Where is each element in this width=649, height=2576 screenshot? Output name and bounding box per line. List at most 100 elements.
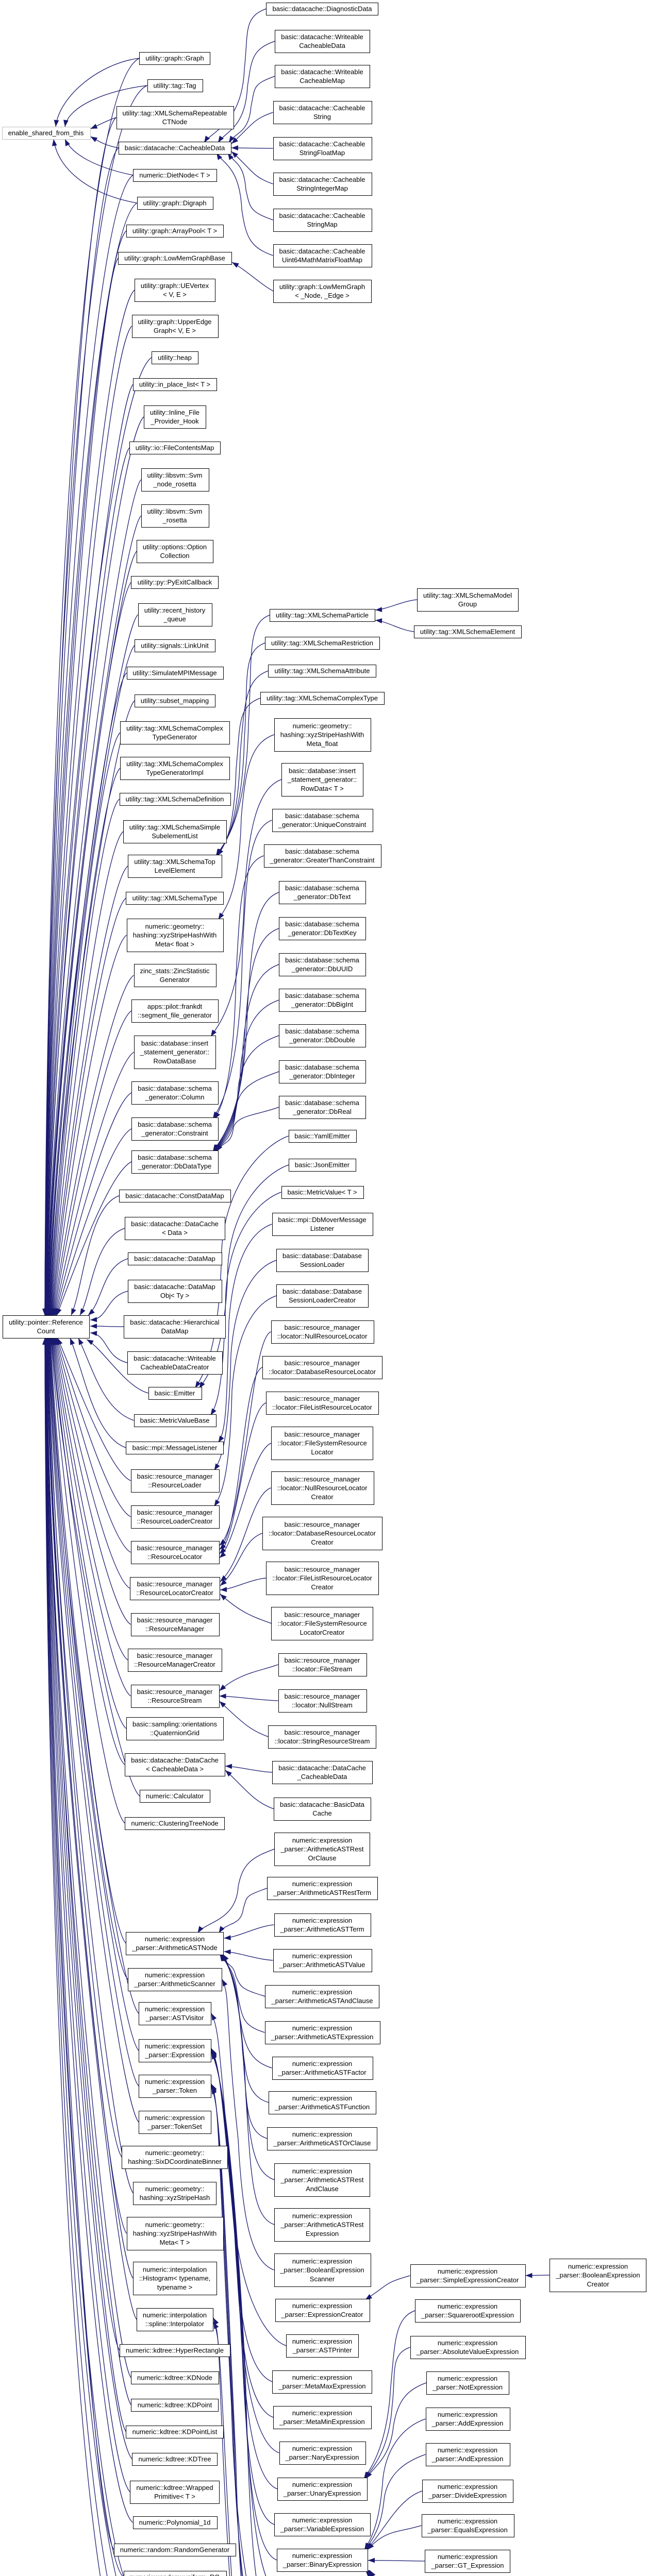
svg-text:basic::resource_manager: basic::resource_manager: [285, 1324, 360, 1331]
svg-text:Graph< V, E >: Graph< V, E >: [154, 327, 196, 334]
svg-text:numeric::expression: numeric::expression: [145, 2078, 205, 2086]
svg-text:_parser::ArithmeticASTRestTerm: _parser::ArithmeticASTRestTerm: [273, 1889, 371, 1896]
svg-text:_generator::DbBigInt: _generator::DbBigInt: [291, 1001, 353, 1008]
svg-text:numeric::expression: numeric::expression: [145, 2005, 205, 2013]
svg-text:numeric::expression: numeric::expression: [145, 1971, 205, 1979]
svg-text:basic::YamlEmitter: basic::YamlEmitter: [294, 1132, 350, 1140]
svg-text:_parser::ArithmeticASTExpressi: _parser::ArithmeticASTExpression: [271, 2033, 374, 2041]
svg-text:DataMap: DataMap: [161, 1327, 189, 1335]
svg-text:::ResourceLocatorCreator: ::ResourceLocatorCreator: [136, 1589, 213, 1597]
svg-text:basic::mpi::DbMoverMessage: basic::mpi::DbMoverMessage: [278, 1216, 366, 1224]
svg-text:Listener: Listener: [310, 1225, 335, 1232]
svg-text:utility::tag::XMLSchemaTop: utility::tag::XMLSchemaTop: [134, 858, 215, 866]
svg-text:basic::sampling::orientations: basic::sampling::orientations: [132, 1720, 218, 1728]
svg-text:_parser::SquarerootExpression: _parser::SquarerootExpression: [421, 2311, 514, 2319]
svg-text:SessionLoaderCreator: SessionLoaderCreator: [289, 1296, 356, 1304]
svg-text:::locator::FileListResourceLoc: ::locator::FileListResourceLocator: [272, 1403, 372, 1411]
svg-text:utility::tag::XMLSchemaType: utility::tag::XMLSchemaType: [132, 894, 218, 902]
svg-text:numeric::kdtree::KDNode: numeric::kdtree::KDNode: [137, 2374, 212, 2382]
svg-text:_parser::ArithmeticASTValue: _parser::ArithmeticASTValue: [279, 1961, 365, 1969]
svg-text:basic::datacache::DataCache: basic::datacache::DataCache: [278, 1764, 366, 1772]
svg-text:numeric::expression: numeric::expression: [438, 2375, 497, 2382]
svg-text:_parser::TokenSet: _parser::TokenSet: [147, 2123, 202, 2130]
svg-text:numeric::kdtree::KDPoint: numeric::kdtree::KDPoint: [138, 2401, 212, 2409]
svg-text:basic::datacache::DataCache: basic::datacache::DataCache: [131, 1756, 219, 1764]
svg-text:_parser::NotExpression: _parser::NotExpression: [432, 2383, 503, 2391]
svg-text:basic::database::schema: basic::database::schema: [285, 1027, 360, 1035]
svg-text:basic::resource_manager: basic::resource_manager: [285, 1475, 360, 1483]
svg-text:_statement_generator::: _statement_generator::: [140, 1048, 209, 1056]
svg-text:::ResourceLoaderCreator: ::ResourceLoaderCreator: [137, 1517, 213, 1525]
svg-text:Obj< Ty >: Obj< Ty >: [160, 1292, 189, 1299]
svg-text:numeric::expression: numeric::expression: [145, 2042, 205, 2050]
svg-text:numeric::expression: numeric::expression: [292, 1880, 352, 1888]
svg-text:_parser::ArithmeticASTRest: _parser::ArithmeticASTRest: [280, 1845, 363, 1853]
svg-text:_node_rosetta: _node_rosetta: [153, 480, 196, 488]
svg-text:< V, E >: < V, E >: [163, 291, 187, 298]
svg-text:utility::graph::LowMemGraph: utility::graph::LowMemGraph: [279, 283, 365, 291]
svg-text:basic::database::schema: basic::database::schema: [285, 812, 360, 820]
svg-text:::segment_file_generator: ::segment_file_generator: [138, 1011, 212, 1019]
svg-text:basic::database::schema: basic::database::schema: [285, 1099, 360, 1107]
svg-text:_parser::Token: _parser::Token: [152, 2087, 197, 2094]
svg-text:::spline::Interpolator: ::spline::Interpolator: [145, 2320, 205, 2328]
svg-text:utility::io::FileContentsMap: utility::io::FileContentsMap: [136, 444, 214, 452]
svg-text:hashing::xyzStripeHashWith: hashing::xyzStripeHashWith: [133, 931, 217, 939]
svg-text:_CacheableData: _CacheableData: [297, 1773, 348, 1781]
svg-text:_parser::ArithmeticASTOrClause: _parser::ArithmeticASTOrClause: [273, 2139, 371, 2147]
svg-text:_Provider_Hook: _Provider_Hook: [150, 417, 199, 425]
svg-text:_generator::DbDataType: _generator::DbDataType: [138, 1162, 211, 1170]
svg-text:utility::tag::XMLSchemaDefinit: utility::tag::XMLSchemaDefinition: [126, 795, 224, 803]
svg-text:_generator::DbReal: _generator::DbReal: [292, 1108, 352, 1115]
svg-text:Creator: Creator: [311, 1538, 334, 1546]
svg-text:apps::pilot::frankdt: apps::pilot::frankdt: [147, 1003, 203, 1010]
svg-text:numeric::DietNode< T >: numeric::DietNode< T >: [139, 172, 210, 179]
svg-text:basic::datacache::DataMap: basic::datacache::DataMap: [134, 1255, 215, 1263]
svg-text:utility::heap: utility::heap: [158, 354, 192, 362]
svg-text:basic::resource_manager: basic::resource_manager: [285, 1395, 360, 1402]
svg-text:basic::resource_manager: basic::resource_manager: [285, 1692, 360, 1700]
svg-text:numeric::expression: numeric::expression: [292, 2552, 352, 2560]
svg-text:basic::MetricValue< T >: basic::MetricValue< T >: [287, 1189, 357, 1196]
svg-text:numeric::expression: numeric::expression: [292, 2516, 352, 2524]
svg-text:numeric::expression: numeric::expression: [438, 2411, 497, 2418]
svg-text:zinc_stats::ZincStatistic: zinc_stats::ZincStatistic: [140, 967, 210, 975]
svg-text:utility::options::Option: utility::options::Option: [143, 543, 207, 551]
svg-text:::ResourceLoader: ::ResourceLoader: [148, 1481, 202, 1489]
svg-text:utility::graph::UpperEdge: utility::graph::UpperEdge: [138, 318, 211, 326]
svg-text:CTNode: CTNode: [162, 118, 187, 126]
svg-text:numeric::expression: numeric::expression: [145, 1935, 205, 1943]
svg-text:::QuaternionGrid: ::QuaternionGrid: [150, 1729, 199, 1737]
svg-text:OrClause: OrClause: [308, 1854, 337, 1862]
svg-text:utility::recent_history: utility::recent_history: [144, 606, 206, 614]
svg-text:numeric::expression: numeric::expression: [292, 2337, 352, 2345]
svg-text:basic::datacache::Hierarchical: basic::datacache::Hierarchical: [130, 1318, 220, 1326]
svg-text:::ResourceManager: ::ResourceManager: [145, 1625, 205, 1633]
svg-text:utility::tag::XMLSchemaModel: utility::tag::XMLSchemaModel: [423, 591, 512, 599]
svg-text:_generator::DbTextKey: _generator::DbTextKey: [288, 929, 357, 937]
svg-text:utility::Inline_File: utility::Inline_File: [150, 409, 199, 416]
svg-text:_parser::ArithmeticASTFactor: _parser::ArithmeticASTFactor: [277, 2069, 367, 2076]
svg-text:_parser::BooleanExpression: _parser::BooleanExpression: [279, 2266, 364, 2274]
svg-text:_parser::MetaMaxExpression: _parser::MetaMaxExpression: [278, 2382, 365, 2390]
svg-text:numeric::expression: numeric::expression: [438, 2483, 497, 2490]
svg-text:hashing::SixDCoordinateBinner: hashing::SixDCoordinateBinner: [128, 2158, 222, 2165]
svg-text:Locator: Locator: [311, 1448, 334, 1456]
svg-text:basic::database::schema: basic::database::schema: [138, 1121, 212, 1128]
svg-text:numeric::kdtree::HyperRectangl: numeric::kdtree::HyperRectangle: [126, 2347, 224, 2354]
svg-text:_parser::DivideExpression: _parser::DivideExpression: [428, 2492, 507, 2499]
svg-text:numeric::expression: numeric::expression: [292, 1952, 352, 1960]
svg-text:basic::resource_manager: basic::resource_manager: [285, 1611, 360, 1618]
svg-text:basic::resource_manager: basic::resource_manager: [285, 1430, 360, 1438]
svg-text:utility::tag::XMLSchemaSimple: utility::tag::XMLSchemaSimple: [129, 823, 220, 831]
svg-text:hashing::xyzStripeHash: hashing::xyzStripeHash: [140, 2194, 210, 2201]
svg-text:numeric::expression: numeric::expression: [292, 2167, 352, 2175]
svg-text:basic::resource_manager: basic::resource_manager: [285, 1520, 360, 1528]
svg-text:_generator::DbDouble: _generator::DbDouble: [289, 1036, 355, 1044]
svg-text:numeric::geometry::: numeric::geometry::: [145, 2185, 205, 2193]
svg-text:basic::datacache::Cacheable: basic::datacache::Cacheable: [279, 140, 365, 148]
svg-text:_generator::DbUUID: _generator::DbUUID: [291, 965, 353, 973]
svg-text:numeric::geometry::: numeric::geometry::: [145, 922, 205, 930]
svg-text:::locator::FileSystemResource: ::locator::FileSystemResource: [277, 1439, 367, 1447]
svg-text:basic::MetricValueBase: basic::MetricValueBase: [140, 1417, 210, 1425]
